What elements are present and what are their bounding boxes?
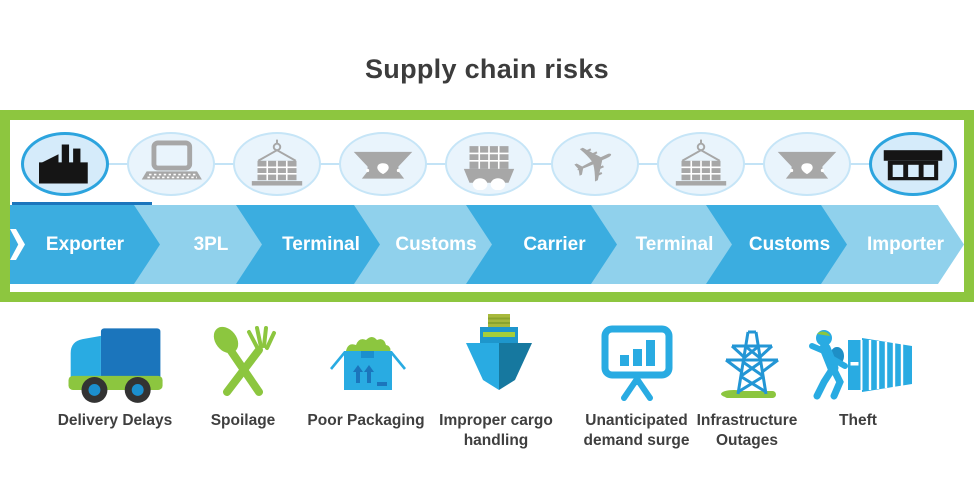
stage-label: Customs <box>748 233 831 255</box>
risk-label: Theft <box>839 412 877 429</box>
customs-dock-icon <box>353 151 413 179</box>
stage-label: Importer <box>866 233 945 255</box>
risk-label: Improper cargo handling <box>439 412 553 450</box>
page-title: Supply chain risks <box>365 54 609 84</box>
delivery-truck-icon <box>68 328 163 403</box>
exporter-underline <box>12 202 152 205</box>
risk-item-delivery-delays: Delivery Delays <box>45 312 185 431</box>
stage-label: Customs <box>395 233 477 255</box>
risk-item-theft: Theft <box>798 312 918 431</box>
container-crane-icon <box>251 139 303 186</box>
risk-item-spoilage: Spoilage <box>188 312 298 431</box>
presentation-bar-chart-icon <box>601 325 672 401</box>
stage-oval-carrier-air: ✈ <box>551 127 639 201</box>
risk-item-poor-packaging: Poor Packaging <box>296 312 436 431</box>
risk-list: Delivery Delays Spoilage <box>0 312 974 482</box>
laptop-icon <box>141 140 202 180</box>
container-ship-icon <box>463 146 515 190</box>
stage-label: 3PL <box>193 233 229 255</box>
airplane-icon: ✈ <box>562 127 628 201</box>
stage-oval-3pl <box>127 132 215 196</box>
risk-item-unanticipated-demand-surge: Unanticipated demand surge <box>564 312 709 452</box>
stage-oval-terminal-origin <box>233 132 321 196</box>
stage-chevron-exporter: Exporter <box>10 205 160 284</box>
container-crane-icon <box>675 139 727 186</box>
stage-oval-importer <box>869 132 957 196</box>
risk-label: Poor Packaging <box>307 412 425 429</box>
stage-label: Exporter <box>45 233 125 255</box>
cargo-ship-icon <box>466 314 532 390</box>
risk-item-improper-cargo-handling: Improper cargo handling <box>426 312 566 452</box>
stage-chevron-customs-destination: Customs <box>706 205 847 284</box>
warehouse-icon <box>883 150 943 181</box>
stage-label: Terminal <box>635 233 714 255</box>
stage-chevron-customs-origin: Customs <box>354 205 492 284</box>
crossed-cutlery-icon <box>213 326 276 396</box>
stage-label: Terminal <box>282 233 360 255</box>
risk-item-infrastructure-outages: Infrastructure Outages <box>687 312 807 452</box>
risk-label: Unanticipated demand surge <box>583 412 690 450</box>
stage-oval-customs-destination <box>763 132 851 196</box>
customs-dock-icon <box>777 151 837 179</box>
process-chevron-band: Exporter 3PL Terminal Customs Carrier Te… <box>10 202 964 284</box>
risk-label: Delivery Delays <box>57 412 173 429</box>
supply-chain-flow-box: ✈ <box>0 110 974 302</box>
transmission-tower-icon <box>721 330 779 398</box>
stage-oval-exporter <box>21 132 109 196</box>
factory-icon <box>39 144 88 184</box>
container-theft-icon <box>809 330 912 400</box>
risk-label: Spoilage <box>210 412 276 429</box>
stage-label: Carrier <box>523 233 586 255</box>
risk-label: Infrastructure Outages <box>696 412 798 450</box>
stage-oval-carrier-sea <box>445 132 533 196</box>
stage-oval-customs-origin <box>339 132 427 196</box>
open-box-icon <box>329 337 407 390</box>
stage-oval-terminal-destination <box>657 132 745 196</box>
